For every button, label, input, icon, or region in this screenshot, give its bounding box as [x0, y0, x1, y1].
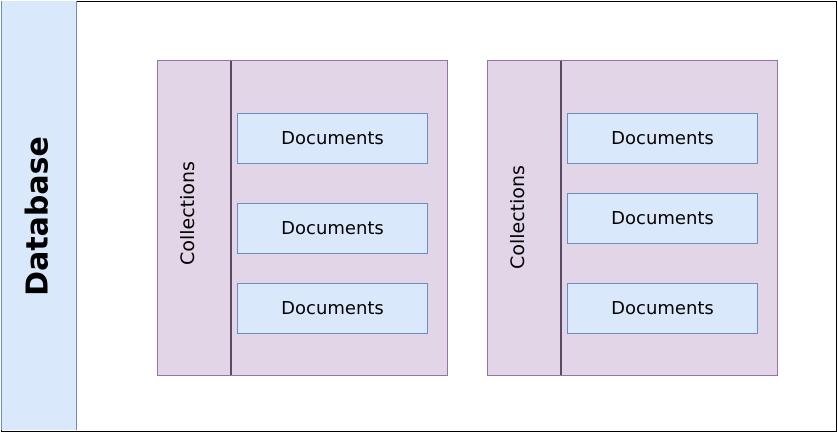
database-container	[1, 1, 77, 430]
document-box: Documents	[237, 203, 428, 254]
collection-label-1: Collections	[177, 161, 199, 265]
collection-header-2	[488, 61, 562, 375]
document-box: Documents	[567, 113, 758, 164]
collection-label-2: Collections	[507, 165, 529, 269]
document-box: Documents	[237, 113, 428, 164]
collection-box-1: Collections Documents Documents Document…	[157, 60, 448, 376]
document-box: Documents	[567, 193, 758, 244]
collection-box-2: Collections Documents Documents Document…	[487, 60, 778, 376]
collection-header-1	[158, 61, 232, 375]
document-box: Documents	[237, 283, 428, 334]
document-box: Documents	[567, 283, 758, 334]
database-label: Database	[20, 136, 56, 296]
